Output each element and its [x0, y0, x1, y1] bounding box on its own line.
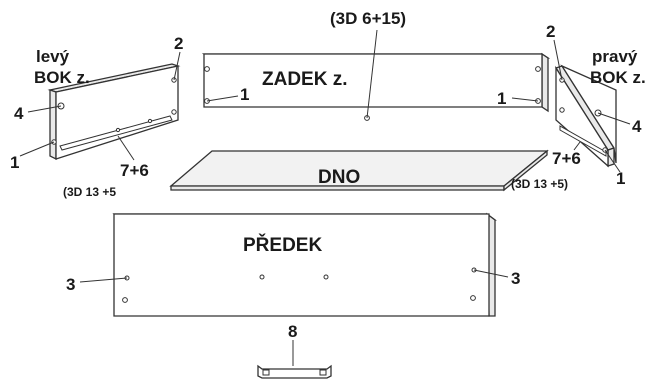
left-rail [59, 115, 173, 151]
leader-back-left-1 [206, 95, 239, 102]
back-hole [535, 66, 541, 72]
label-front-panel: PŘEDEK [243, 234, 322, 256]
right-side-face [555, 65, 609, 168]
callout-1-back-right: 1 [497, 89, 506, 108]
front-panel-face [113, 213, 490, 317]
leader-lines [19, 29, 631, 366]
leader-front-right-3 [473, 269, 509, 278]
left-side-panel [47, 63, 181, 161]
label-left-rail: 7+6 [120, 161, 149, 180]
front-handle-hole [259, 274, 265, 280]
callout-2-right: 2 [546, 22, 555, 41]
label-right-side-line1: pravý [592, 47, 638, 66]
left-side-face [55, 65, 179, 160]
back-panel [201, 52, 551, 121]
leader-left-1 [19, 141, 55, 157]
left-side-front-edge [49, 89, 57, 161]
label-left-side-line1: levý [36, 47, 70, 66]
right-side-inner-face [560, 64, 617, 164]
left-rail-hole [115, 127, 121, 133]
callout-3-right: 3 [511, 269, 520, 288]
leader-left-4 [27, 105, 62, 113]
callout-8-handle: 8 [288, 322, 297, 341]
leader-front-left-3 [79, 277, 128, 283]
leader-right-4 [597, 112, 631, 125]
leader-right-2 [553, 39, 563, 81]
leader-left-2 [173, 51, 181, 81]
callout-4-left: 4 [14, 104, 24, 123]
handle-foot [319, 369, 327, 376]
label-left-side-line2: BOK z. [34, 68, 90, 87]
right-side-hole [559, 107, 565, 113]
label-back-hardware: (3D 6+15) [330, 9, 406, 28]
callout-1-left-side: 1 [10, 153, 19, 172]
back-hole [204, 66, 210, 72]
leader-back-hardware [366, 29, 378, 119]
callout-4-right: 4 [632, 117, 642, 136]
back-panel-side-edge [541, 52, 549, 113]
handle-body [257, 364, 332, 379]
callout-2-left: 2 [174, 34, 183, 53]
label-right-side-line2: BOK z. [590, 68, 646, 87]
callout-1-right-side: 1 [616, 169, 625, 188]
label-bottom-panel: DNO [318, 167, 360, 188]
leader-left-rail [117, 135, 135, 161]
callout-1-back-left: 1 [240, 85, 249, 104]
bottom-panel [169, 149, 549, 192]
left-side-hole [171, 109, 177, 115]
right-side-front-edge [607, 147, 615, 167]
label-back-panel: ZADEK z. [262, 69, 348, 90]
back-panel-face [203, 53, 543, 108]
label-left-hardware: (3D 13 +5 [63, 185, 116, 199]
bottom-panel-side-edge [503, 149, 548, 192]
leader-right-1 [604, 149, 621, 173]
leader-right-rail [573, 141, 581, 151]
callout-3-left: 3 [66, 275, 75, 294]
handle-foot [262, 369, 270, 376]
front-hole [122, 297, 128, 303]
front-panel [112, 212, 497, 317]
handle [257, 364, 332, 379]
front-handle-hole [323, 274, 329, 280]
label-right-rail: 7+6 [552, 149, 581, 168]
front-hole [470, 295, 476, 301]
right-rail [559, 125, 607, 157]
leader-back-right-1 [511, 97, 539, 102]
label-right-hardware: (3D 13 +5) [511, 177, 568, 191]
left-rail-hole [147, 118, 153, 124]
